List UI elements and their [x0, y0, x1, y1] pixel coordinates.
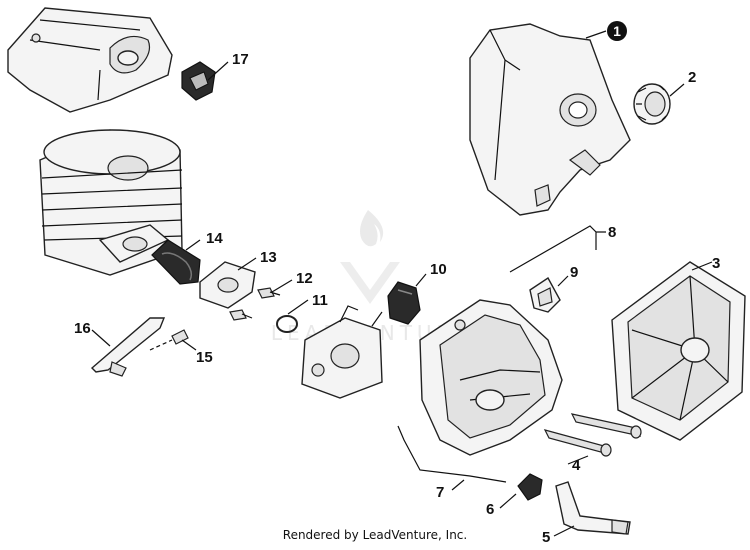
callout-1-label: 1 — [613, 23, 621, 39]
part-6-grommet — [517, 473, 543, 501]
part-14-intake-boot — [151, 239, 201, 285]
part-11-o-ring — [276, 315, 298, 333]
callout-6: 6 — [486, 501, 494, 518]
leader-lines — [91, 30, 713, 537]
callout-7: 7 — [436, 484, 444, 501]
callout-17: 17 — [232, 51, 249, 68]
part-5-lever — [555, 481, 631, 535]
callout-1: 1 — [607, 21, 627, 41]
callout-5: 5 — [542, 529, 550, 546]
callout-13: 13 — [260, 249, 277, 266]
callout-10: 10 — [430, 261, 447, 278]
part-15-screw — [149, 329, 189, 351]
part-10-grommet — [387, 281, 421, 325]
callout-11: 11 — [312, 292, 328, 309]
callout-3: 3 — [712, 255, 720, 272]
callout-4: 4 — [572, 457, 581, 474]
cylinder-part — [39, 129, 183, 276]
part-1-top-cover — [469, 23, 631, 216]
part-13-flange — [199, 261, 256, 309]
footer-credit: Rendered by LeadVenture, Inc. — [282, 528, 468, 542]
carburetor-part — [301, 305, 383, 399]
callout-15: 15 — [196, 349, 213, 366]
callout-12: 12 — [296, 270, 313, 287]
part-2-knob — [633, 83, 671, 125]
callout-9: 9 — [570, 264, 578, 281]
part-17-grommet — [181, 61, 216, 101]
callout-16: 16 — [74, 320, 91, 337]
part-3-air-filter — [611, 261, 746, 441]
callout-2: 2 — [688, 69, 696, 86]
callout-14: 14 — [206, 230, 223, 247]
part-16-bracket — [90, 317, 166, 377]
part-7-wire-rod — [397, 425, 507, 483]
part-4-bolts — [543, 413, 642, 457]
part-9-bracket — [529, 276, 561, 313]
shroud-cover-part — [7, 7, 173, 113]
part-12-screws — [229, 287, 281, 321]
filter-housing-part — [419, 299, 563, 456]
callout-8: 8 — [608, 224, 616, 241]
